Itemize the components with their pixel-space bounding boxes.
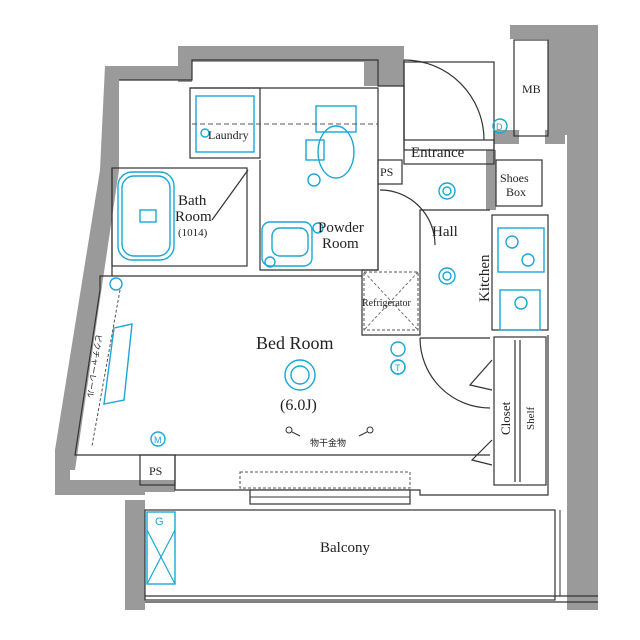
shoes-box-label-1: Shoes (500, 171, 529, 185)
refrigerator-label: Refrigerator (362, 298, 412, 309)
room-outlines (74, 39, 598, 603)
drying-hardware-label: 物干金物 (310, 437, 346, 448)
marker-g: G (155, 516, 164, 528)
powder-room-label-2: Room (322, 236, 359, 252)
marker-t: T (395, 363, 401, 373)
shelf-label: Shelf (525, 406, 537, 430)
marker-d: D (496, 122, 503, 132)
balcony-label: Balcony (320, 540, 370, 556)
hall-label: Hall (432, 224, 458, 240)
ps-bottom-label: PS (149, 464, 162, 478)
marker-m: M (154, 435, 162, 445)
laundry-label: Laundry (208, 128, 249, 142)
fixtures (91, 95, 545, 585)
entrance-label: Entrance (411, 145, 465, 161)
kitchen-label: Kitchen (477, 254, 493, 302)
bath-room-label-1: Bath (178, 193, 207, 209)
closet-label: Closet (498, 401, 513, 435)
bath-room-size: (1014) (178, 227, 208, 239)
walls (55, 25, 598, 610)
doors (211, 59, 493, 466)
bed-room-size: (6.0J) (280, 397, 317, 414)
ps-top-label: PS (380, 165, 393, 179)
bath-room-label-2: Room (175, 209, 212, 225)
bed-room-label: Bed Room (256, 333, 334, 353)
mb-label: MB (522, 82, 541, 96)
powder-room-label-1: Powder (318, 220, 364, 236)
shoes-box-label-2: Box (506, 185, 526, 199)
